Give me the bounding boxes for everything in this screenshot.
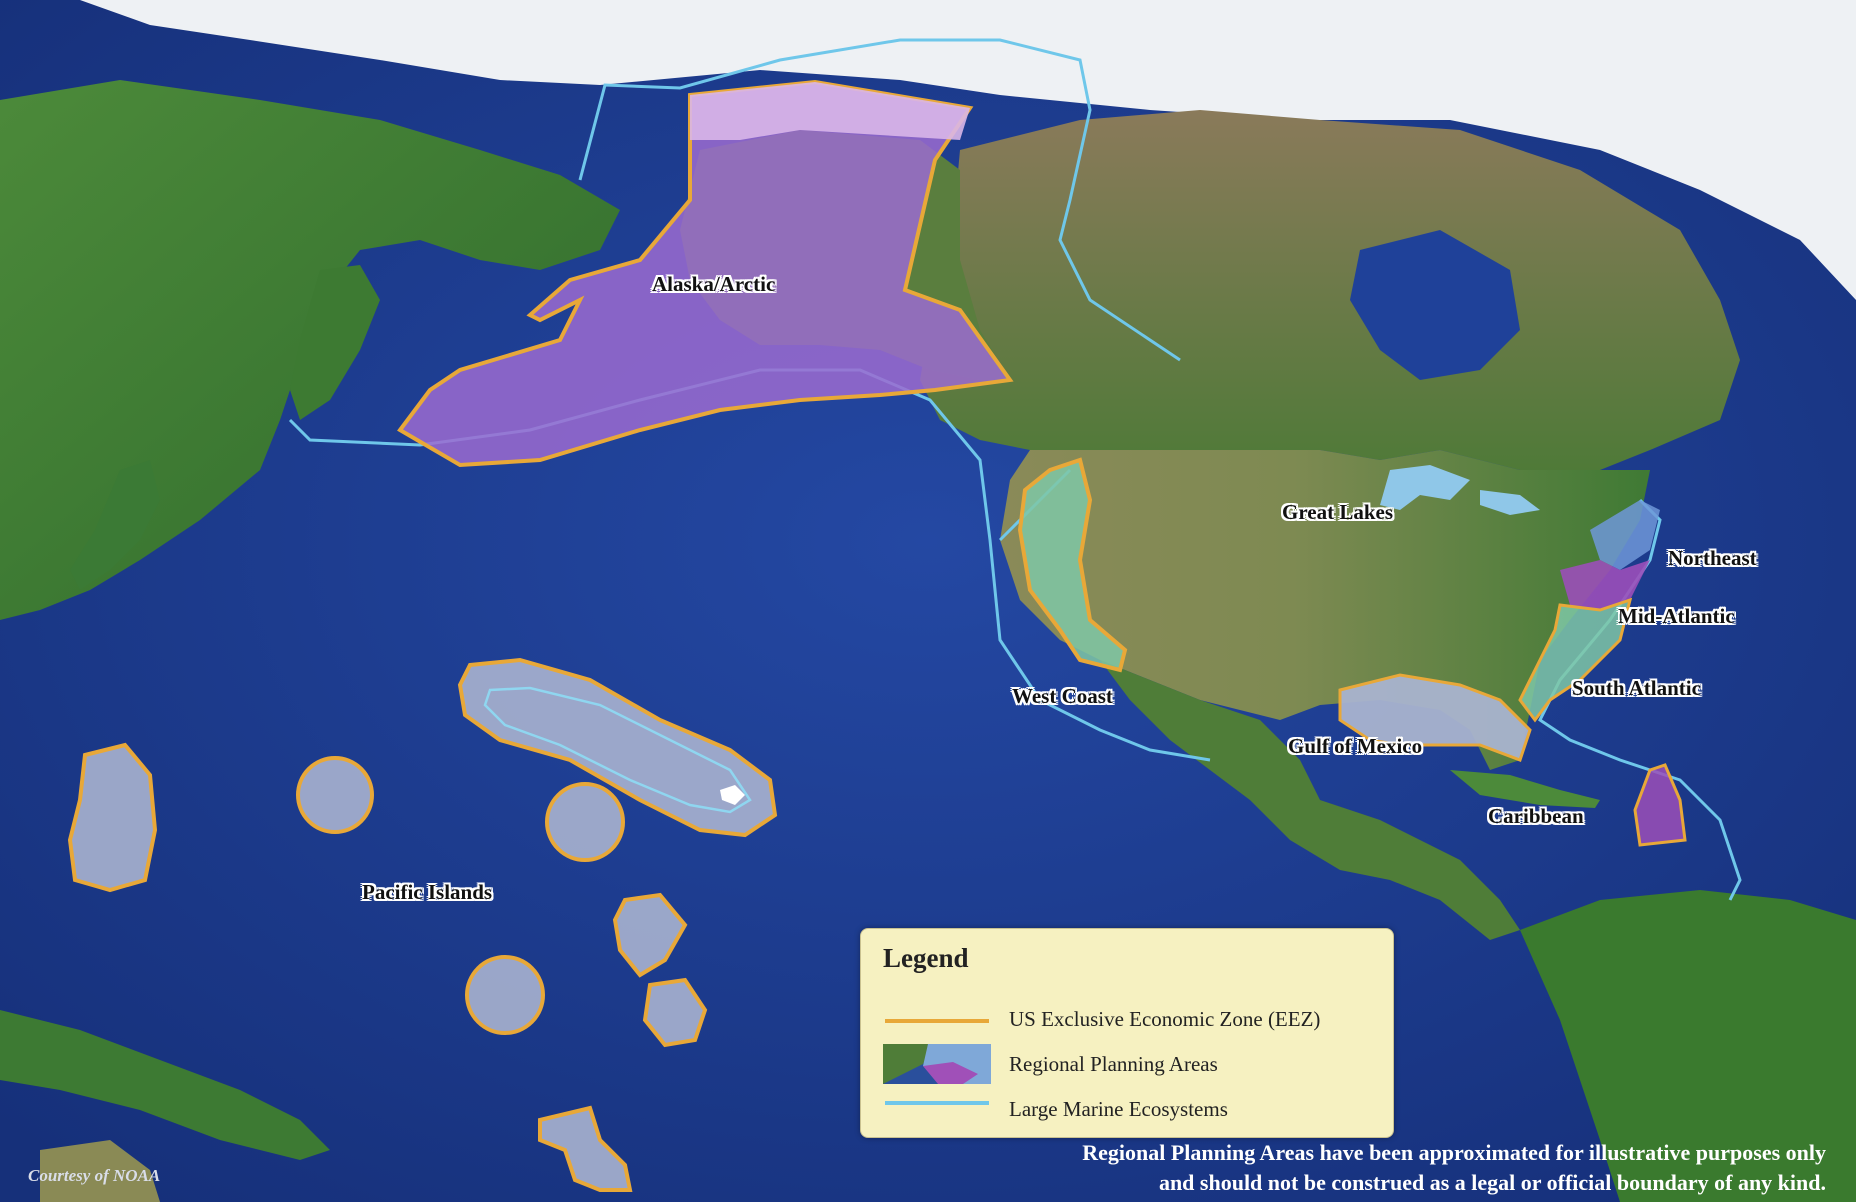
pacific-eez-hawaii: [457, 657, 778, 838]
planning-area-thumbnail: [883, 1044, 991, 1084]
legend-label-lme: Large Marine Ecosystems: [1009, 1097, 1228, 1121]
credit: Courtesy of NOAA: [28, 1166, 161, 1185]
disclaimer-line-1: Regional Planning Areas have been approx…: [1082, 1140, 1826, 1165]
planning-area-south-atlantic: [1518, 597, 1633, 723]
mexico-landmass: [1100, 660, 1520, 940]
caribbean-islands: [1450, 770, 1600, 808]
label-mid-atlantic: Mid-Atlantic: [1618, 604, 1735, 628]
pacific-eez-circle-2: [545, 782, 625, 862]
planning-area-gulf: [1338, 673, 1532, 762]
label-pacific-islands: Pacific Islands: [362, 880, 493, 904]
pacific-eez-west-1: [67, 742, 158, 893]
legend-row-lme: Large Marine Ecosystems: [883, 1089, 1383, 1129]
usa-landmass: [1000, 450, 1650, 770]
legend-label-planning: Regional Planning Areas: [1009, 1052, 1218, 1076]
planning-area-west-coast: [1017, 457, 1128, 673]
disclaimer-line-2: and should not be construed as a legal o…: [1158, 1170, 1826, 1195]
label-great-lakes: Great Lakes: [1282, 500, 1394, 524]
planning-area-mid-atlantic: [1560, 560, 1650, 610]
planning-area-alaska-arctic: [397, 79, 1014, 468]
label-gulf-of-mexico: Gulf of Mexico: [1288, 734, 1423, 758]
label-south-atlantic: South Atlantic: [1572, 676, 1701, 700]
arctic-ice: [80, 0, 1856, 300]
pacific-eez-circle-3: [465, 955, 545, 1035]
legend-label-eez: US Exclusive Economic Zone (EEZ): [1009, 1007, 1321, 1031]
south-america-landmass: [1520, 890, 1856, 1202]
label-caribbean: Caribbean: [1488, 804, 1584, 828]
label-west-coast: West Coast: [1012, 684, 1113, 708]
lme-line-swatch: [885, 1101, 989, 1105]
pacific-eez-west-2: [612, 892, 688, 978]
australia-tip: [40, 1140, 160, 1202]
lme-boundary-north: [578, 38, 1181, 362]
japan: [70, 460, 160, 590]
kamchatka: [290, 265, 380, 420]
hudson-bay: [1350, 230, 1520, 380]
alaska-arctic-pink-band: [690, 82, 970, 140]
papua-landmass: [0, 1010, 330, 1160]
lme-boundary-atlantic: [1538, 498, 1742, 901]
label-alaska-arctic: Alaska/Arctic: [652, 272, 776, 296]
planning-area-caribbean: [1633, 763, 1687, 847]
great-lakes: [1380, 465, 1540, 515]
pacific-eez-west-3: [642, 977, 708, 1048]
label-northeast: Northeast: [1668, 546, 1757, 570]
hawaii-islands: [720, 785, 745, 805]
legend-row-planning: Regional Planning Areas: [883, 1044, 1383, 1084]
pacific-eez-circle-1: [296, 756, 374, 834]
disclaimer: Regional Planning Areas have been approx…: [726, 1138, 1826, 1198]
legend-box: Legend US Exclusive Economic Zone (EEZ) …: [860, 928, 1394, 1138]
planning-area-northeast: [1590, 500, 1660, 570]
pacific-lme-hawaii: [483, 686, 752, 814]
canada-landmass: [920, 110, 1740, 470]
eez-line-swatch: [885, 1019, 989, 1023]
pacific-eez-south: [538, 1105, 633, 1192]
legend-row-eez: US Exclusive Economic Zone (EEZ): [883, 999, 1383, 1039]
legend-title: Legend: [883, 943, 969, 973]
